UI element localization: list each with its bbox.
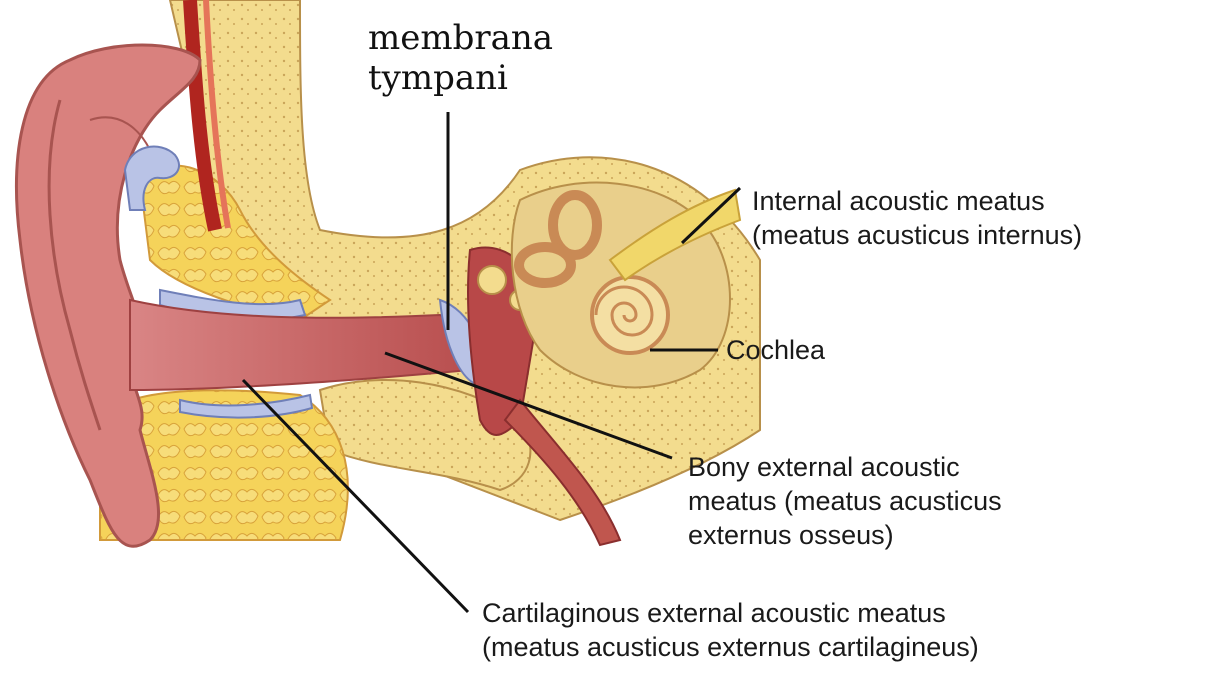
label-internal-acoustic-meatus: Internal acoustic meatus (meatus acustic… bbox=[752, 184, 1082, 252]
label-bony-external-acoustic-meatus: Bony external acoustic meatus (meatus ac… bbox=[688, 450, 1002, 552]
label-membrana-tympani: membrana tympani bbox=[368, 18, 553, 98]
ossicle bbox=[478, 266, 506, 294]
label-cochlea: Cochlea bbox=[726, 333, 825, 367]
label-cartilaginous-external-acoustic-meatus: Cartilaginous external acoustic meatus (… bbox=[482, 596, 979, 664]
